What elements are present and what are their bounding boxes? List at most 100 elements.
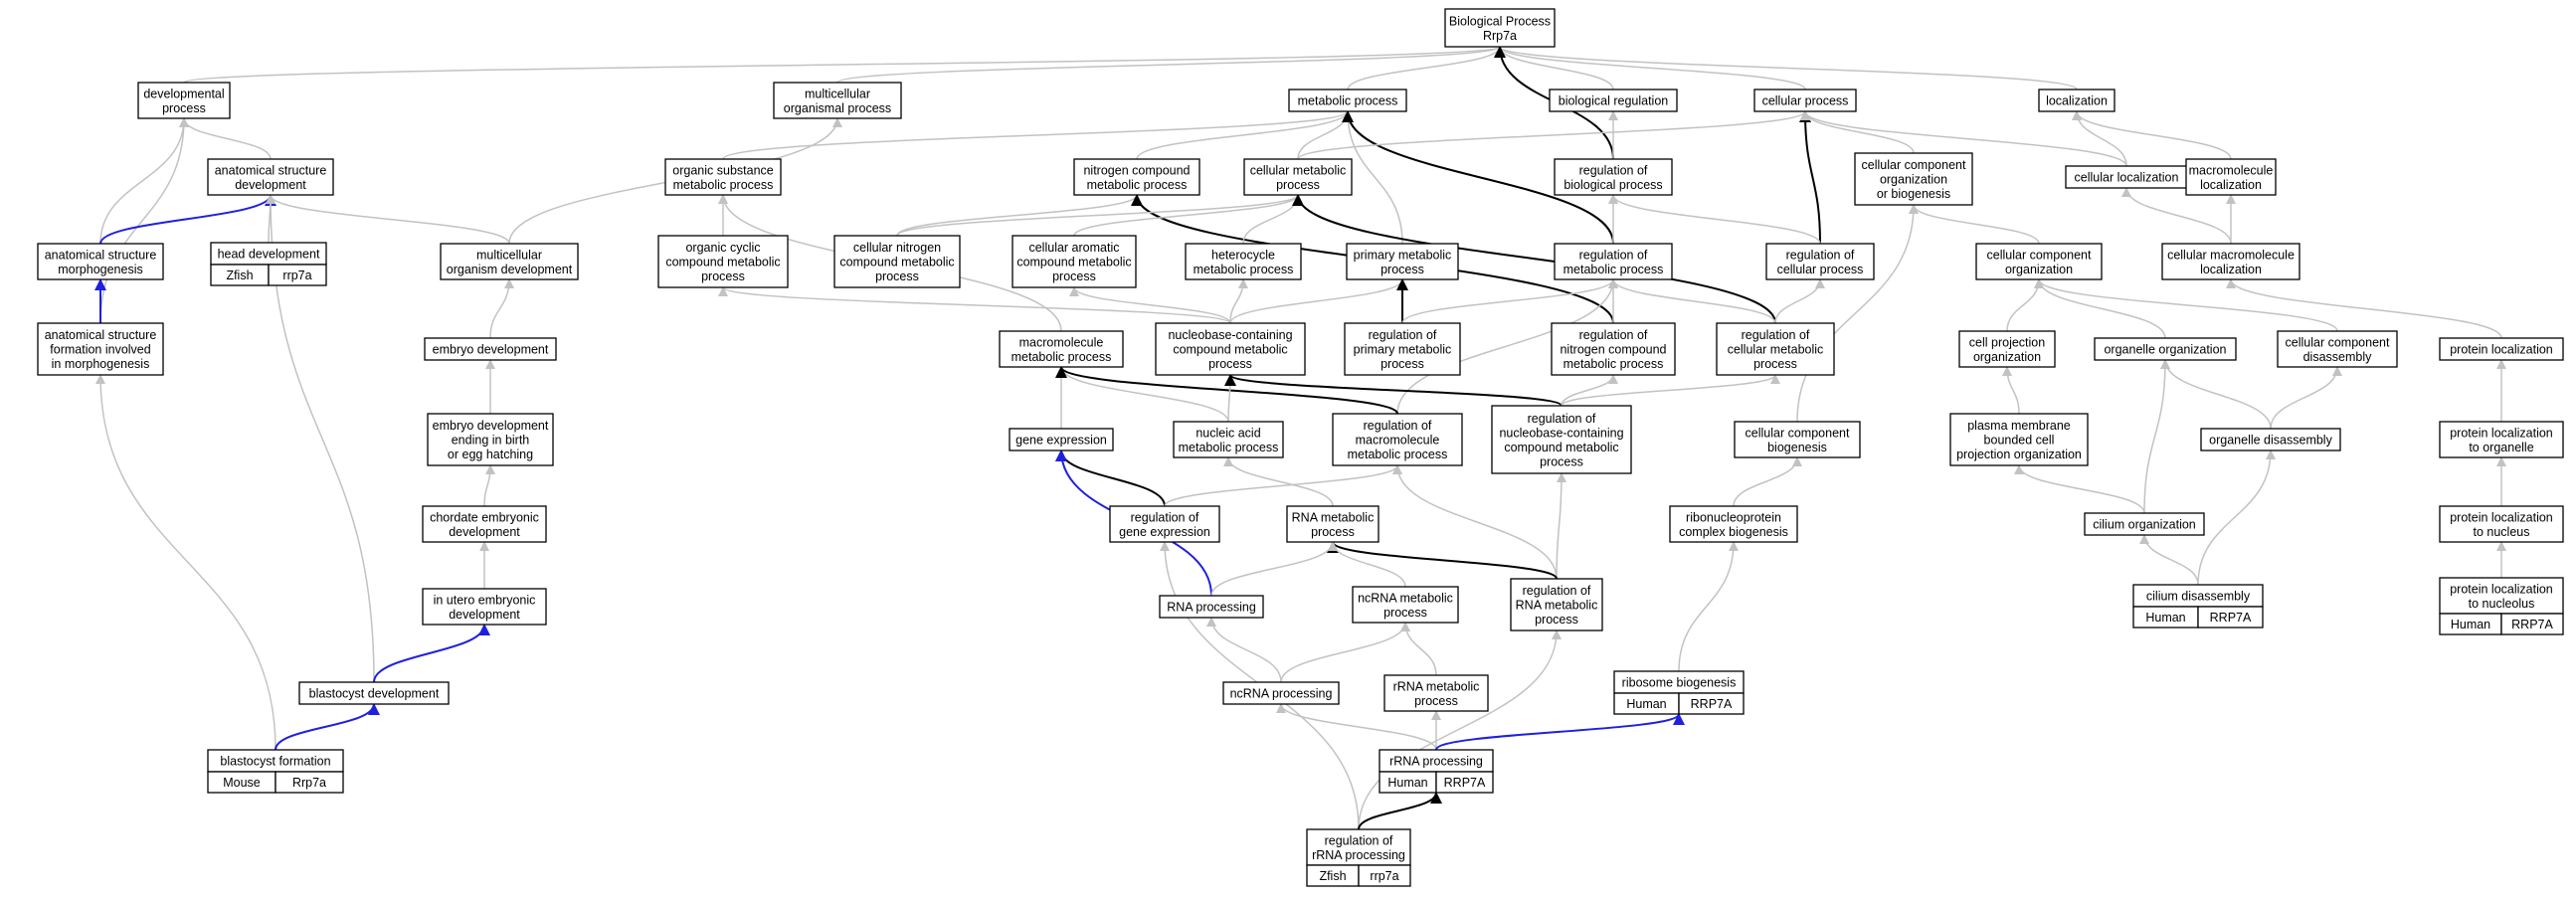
term-box [1551, 322, 1676, 376]
term-label: nitrogen compound [1083, 163, 1190, 177]
term-label: cellular component [1862, 158, 1966, 172]
gene-label-cell [2197, 606, 2264, 629]
edge-rmp-to-met [1342, 110, 1614, 245]
species-label: Human [2145, 611, 2185, 625]
species-label: Human [1626, 697, 1666, 711]
term-box [1854, 152, 1973, 206]
term-box [2094, 337, 2237, 361]
term-label: cellular nitrogen [853, 241, 941, 255]
term-label: developmental [143, 87, 224, 100]
term-label: gene expression [1119, 525, 1210, 539]
term-label: organelle disassembly [2209, 434, 2332, 448]
go-term-cloc[interactable]: cellular localization [2065, 165, 2188, 189]
gene-label: RRP7A [2511, 618, 2553, 631]
term-label: nucleic acid [1196, 426, 1260, 440]
go-term-rnap[interactable]: RNA processing [1159, 595, 1264, 619]
go-term-gexp[interactable]: gene expression [1009, 428, 1114, 451]
term-box [1288, 89, 1407, 112]
go-term-embdev[interactable]: embryo development [424, 337, 557, 361]
term-label: process [875, 270, 919, 283]
term-box [1734, 421, 1861, 458]
edge-blastdev-to-iued [373, 624, 490, 683]
term-label: macromolecule [1019, 335, 1104, 349]
go-term-bioreg[interactable]: biological regulation [1549, 89, 1678, 112]
term-label: or biogenesis [1877, 187, 1950, 201]
go-term-cellp[interactable]: cellular process [1753, 89, 1857, 112]
term-box [1344, 322, 1461, 376]
go-term-oorg[interactable]: organelle organization [2094, 337, 2237, 361]
term-label: cellular component [1746, 426, 1850, 440]
go-term-odis[interactable]: organelle disassembly [2200, 428, 2341, 451]
go-term-ploc[interactable]: protein localization [2439, 337, 2564, 361]
term-label: metabolic process [1012, 350, 1112, 364]
term-box [2200, 428, 2341, 451]
edge-blastform-to-blastdev [275, 703, 380, 751]
go-term-met[interactable]: metabolic process [1288, 89, 1407, 112]
edge-ncrnap-to-ncrnamp [1280, 622, 1410, 683]
go-term-ncrnap[interactable]: ncRNA processing [1222, 681, 1340, 705]
term-label: process [1753, 357, 1797, 371]
go-term-loc[interactable]: localization [2038, 89, 2116, 112]
go-term-rnbcmp[interactable]: regulation ofnucleobase-containingcompou… [1491, 405, 1632, 474]
edge-pmp-to-met [1343, 110, 1403, 245]
term-label: organelle organization [2104, 343, 2226, 357]
go-term-blastdev[interactable]: blastocyst development [298, 681, 450, 705]
go-term-corg[interactable]: cilium organization [2084, 512, 2205, 536]
term-label: process [1380, 263, 1424, 276]
